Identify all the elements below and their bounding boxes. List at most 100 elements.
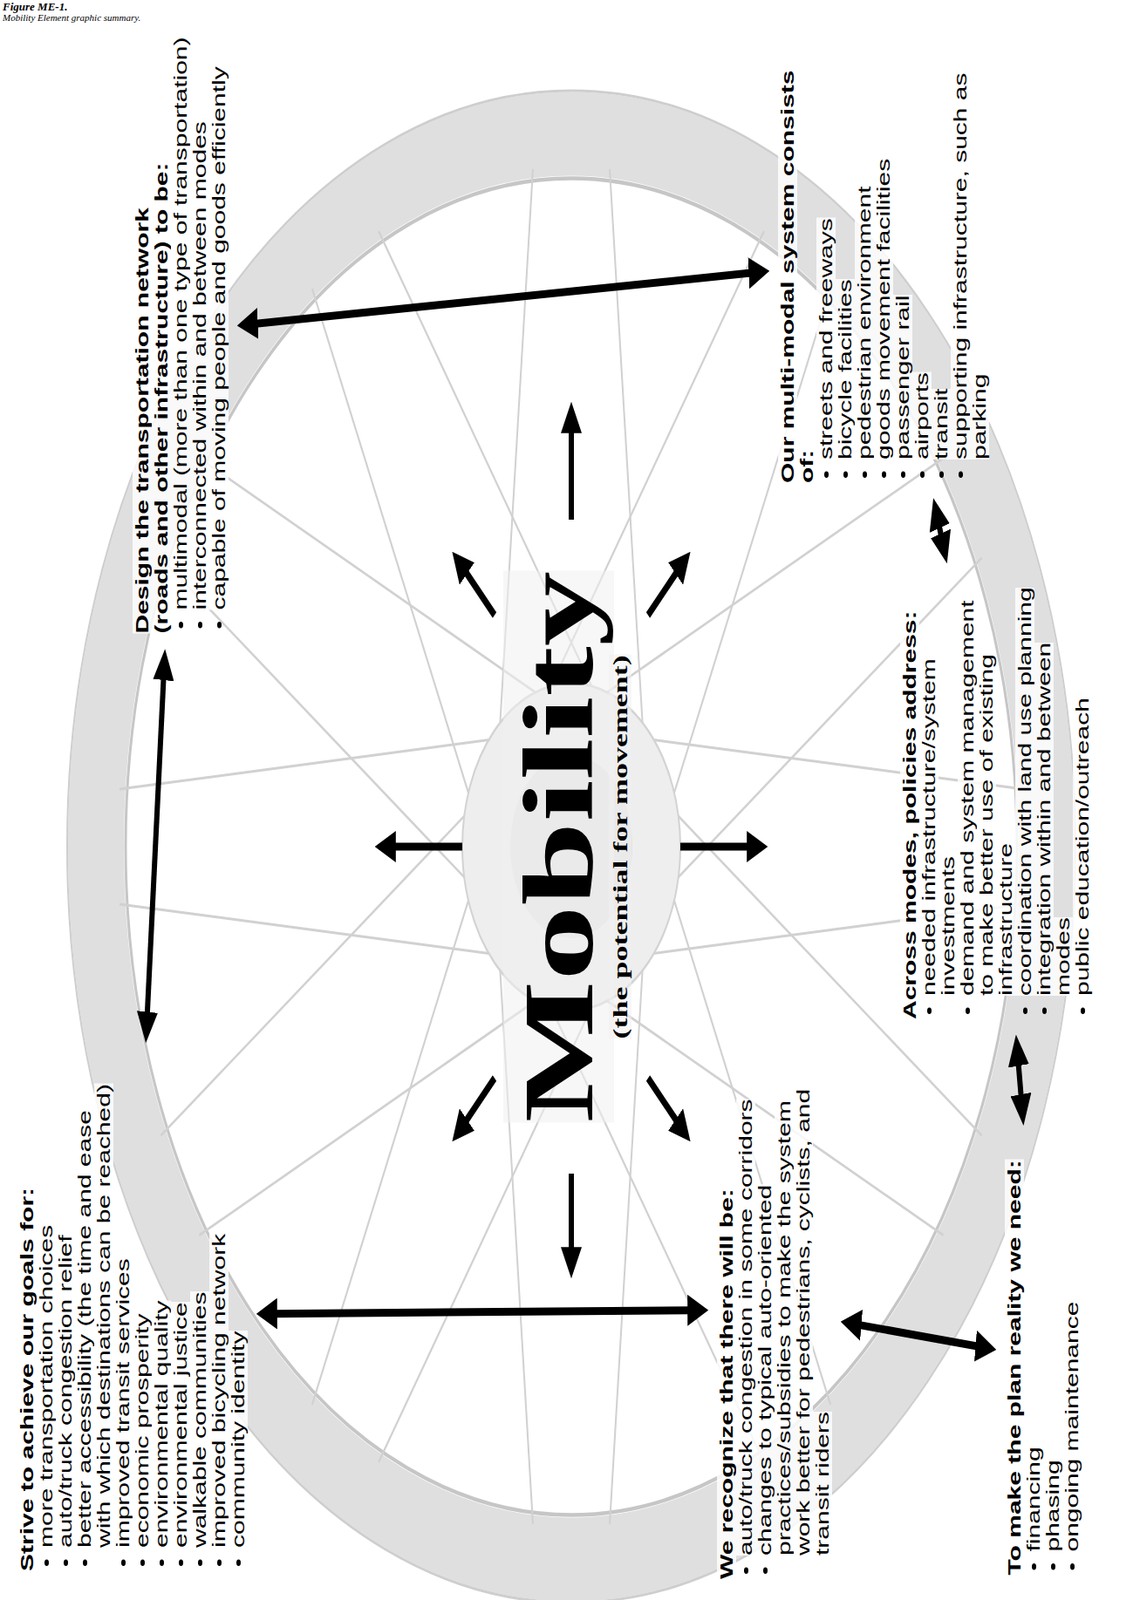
bullet-text: improved bicycling network	[209, 1234, 229, 1549]
block-heading: Design the transportation network (roads…	[132, 162, 171, 634]
block-heading-line: Across modes, policies address:	[900, 579, 920, 1021]
bullet-text: integration within and between modes	[1034, 642, 1073, 997]
double-arrow-connector	[938, 522, 943, 540]
bullet-item: demand and system management to make bet…	[957, 579, 1016, 1021]
radiating-arrow	[567, 427, 576, 521]
bullet-dot	[217, 621, 222, 629]
bullet-dot	[901, 471, 906, 479]
bullet-item: auto/truck congestion in some corridors	[736, 1040, 756, 1580]
bullet-dot	[1080, 1008, 1086, 1016]
bullet-item: bicycle facilities	[835, 35, 855, 484]
bullet-dot	[236, 1560, 241, 1568]
bullet-dot	[121, 1560, 126, 1568]
bullet-text: transit	[931, 388, 951, 460]
hub-title: Mobility	[503, 571, 615, 1123]
bullet-text: demand and system management to make bet…	[957, 600, 1016, 997]
block-heading: We recognize that there will be:	[716, 1188, 737, 1580]
bullet-item: public education/outreach	[1072, 579, 1093, 1021]
bullet-text: goods movement facilities	[873, 158, 894, 460]
bullet-dot	[63, 1560, 69, 1568]
bullet-item: environmental justice	[170, 1058, 191, 1572]
double-arrow-connector	[1017, 1059, 1022, 1101]
bullet-text: financing	[1023, 1447, 1044, 1552]
bullet-dot	[1051, 1563, 1056, 1571]
bullet-text: phasing	[1043, 1460, 1063, 1552]
bullet-text: capable of moving people and goods effic…	[209, 66, 229, 610]
bullet-dot	[217, 1560, 222, 1568]
bullet-dot	[843, 471, 848, 479]
bullet-text: pedestrian environment	[854, 185, 874, 460]
radiating-arrow	[648, 1078, 679, 1126]
block-heading-line: Our multi-modal system consists of:	[778, 35, 817, 484]
bullet-dot	[862, 471, 867, 479]
bullet-item: phasing	[1043, 1141, 1063, 1577]
text-block: Strive to achieve our goals for:more tra…	[15, 1053, 250, 1577]
hub-title-line: Mobility	[510, 571, 608, 1123]
bullet-text: multimodal (more than one type of transp…	[170, 37, 191, 611]
radiating-arrow	[391, 844, 463, 850]
text-block: Design the transportation network (roads…	[130, 24, 231, 640]
bullet-item: goods movement facilities	[873, 35, 894, 484]
figure-caption-area: Figure ME-1.Mobility Element graphic sum…	[2, 0, 141, 24]
bullet-dot	[965, 1008, 970, 1016]
bullet-text: airports	[912, 372, 932, 460]
bullet-text: better accessibility (the time and ease …	[75, 1084, 114, 1549]
double-arrow-connector	[857, 1324, 980, 1347]
block-heading-line: Design the transportation network (roads…	[132, 136, 171, 635]
radiating-arrow	[464, 569, 495, 616]
radiating-arrow	[464, 1078, 495, 1126]
bullet-text: supporting infrastructure, such as parki…	[950, 72, 990, 460]
text-block: To make the plan reality we need:financi…	[1003, 1136, 1084, 1582]
bullet-dot	[1031, 1563, 1037, 1571]
bullet-text: community identity	[228, 1331, 248, 1549]
bullet-dot	[939, 471, 944, 479]
block-heading: Strive to achieve our goals for:	[17, 1187, 37, 1572]
bullet-text: public education/outreach	[1072, 697, 1093, 997]
bullet-dot	[44, 1560, 49, 1568]
bullet-item: better accessibility (the time and ease …	[75, 1058, 114, 1572]
bullet-text: economic prosperity	[132, 1314, 152, 1549]
bullet-dot	[82, 1560, 88, 1568]
bullet-item: environmental quality	[151, 1058, 171, 1572]
bullet-item: pedestrian environment	[854, 35, 874, 484]
radiating-arrow	[648, 569, 679, 616]
radiating-arrows	[391, 427, 751, 1255]
block-heading: Across modes, policies address:	[900, 610, 920, 1020]
bullet-dot	[920, 471, 925, 479]
bullet-dot	[1023, 1008, 1028, 1016]
bullet-text: changes to typical auto-oriented practic…	[755, 1089, 833, 1557]
bullet-text: more transportation choices	[36, 1225, 56, 1549]
double-arrow-connector	[147, 674, 164, 1019]
bullet-item: community identity	[228, 1058, 248, 1572]
bullet-item: coordination with land use planning	[1015, 579, 1035, 1021]
text-block: Our multi-modal system consists of:stree…	[776, 30, 991, 489]
bullet-item: transit	[931, 35, 951, 484]
bullet-item: auto/truck congestion relief	[55, 1058, 76, 1572]
bullet-text: ongoing maintenance	[1062, 1302, 1082, 1553]
bullet-item: economic prosperity	[132, 1058, 152, 1572]
bullet-item: multimodal (more than one type of transp…	[170, 29, 191, 635]
hub-subtitle: (the potential for movement)	[608, 655, 632, 1039]
radiating-arrow	[680, 844, 751, 850]
bullet-dot	[824, 471, 829, 479]
bullet-item: airports	[912, 35, 932, 484]
figure-title: Figure ME-1.	[2, 0, 141, 13]
bullet-dot	[140, 1560, 145, 1568]
bullet-dot	[1070, 1563, 1075, 1571]
bullet-dot	[197, 1560, 203, 1568]
bullet-text: coordination with land use planning	[1015, 587, 1035, 997]
bullet-item: changes to typical auto-oriented practic…	[755, 1040, 833, 1580]
bullet-item: supporting infrastructure, such as parki…	[950, 35, 990, 484]
figure-caption: Mobility Element graphic summary.	[2, 12, 141, 24]
double-arrow-connector	[273, 1310, 692, 1315]
bullet-text: needed infrastructure/system investments	[919, 658, 958, 997]
bullet-item: capable of moving people and goods effic…	[209, 29, 229, 635]
bullet-item: financing	[1023, 1141, 1044, 1577]
bullet-dot	[881, 471, 887, 479]
bullet-item: more transportation choices	[36, 1058, 56, 1572]
bullet-item: needed infrastructure/system investments	[919, 579, 958, 1021]
bullet-text: bicycle facilities	[835, 279, 855, 460]
bullet-text: auto/truck congestion relief	[55, 1235, 76, 1549]
bullet-text: improved transit services	[113, 1258, 133, 1549]
